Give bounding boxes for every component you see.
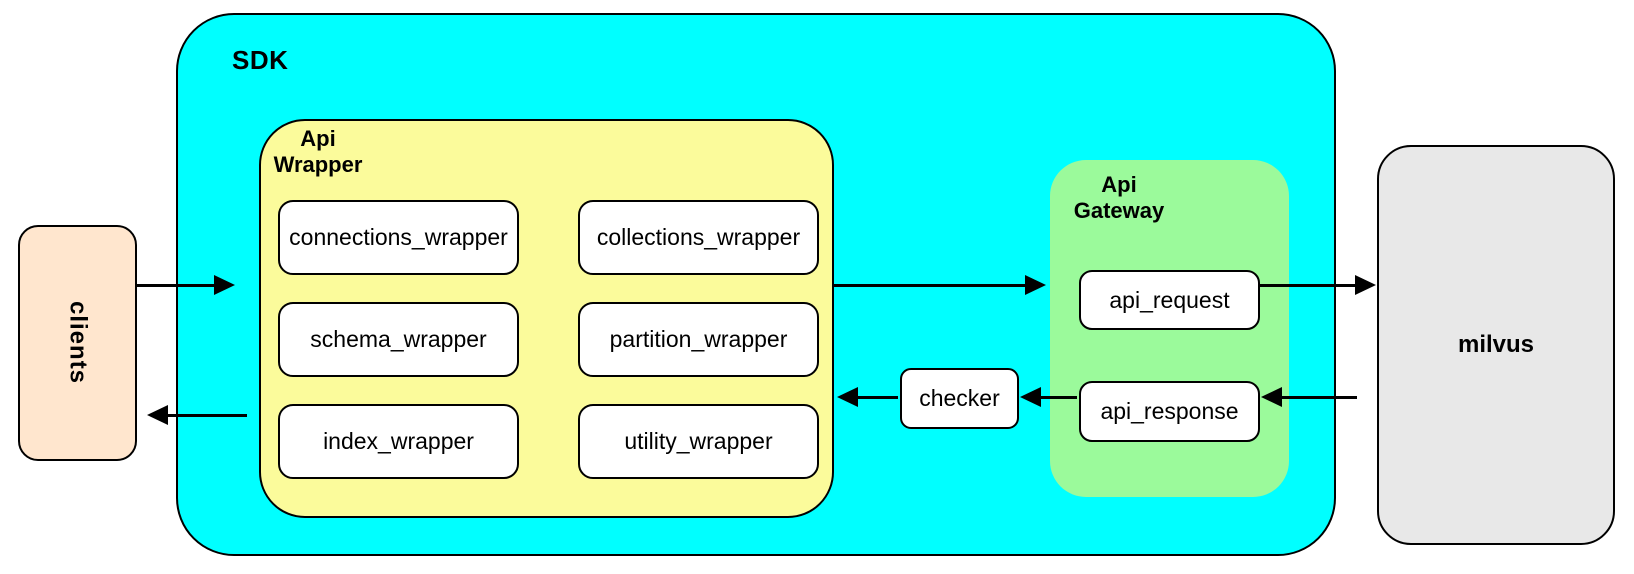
edge-line xyxy=(1258,284,1360,287)
api-wrapper-label: Api Wrapper xyxy=(273,126,363,177)
edge-line xyxy=(1036,396,1077,399)
node-connections-wrapper: connections_wrapper xyxy=(278,200,519,275)
milvus-box: milvus xyxy=(1377,145,1615,545)
edge-clients-to-sdk-arrow xyxy=(135,275,235,295)
sdk-label: SDK xyxy=(232,45,289,75)
edge-line xyxy=(163,414,247,417)
edge-api-request-to-milvus-arrow xyxy=(1258,275,1376,295)
edge-checker-to-api-wrapper-arrow xyxy=(837,387,898,407)
edge-line xyxy=(832,284,1030,287)
node-api-request: api_request xyxy=(1079,270,1260,330)
edge-line xyxy=(853,396,898,399)
node-collections-wrapper: collections_wrapper xyxy=(578,200,819,275)
node-api-response: api_response xyxy=(1079,381,1260,442)
api-gateway-box: Api Gateway api_request api_response xyxy=(1050,160,1289,497)
node-index-wrapper: index_wrapper xyxy=(278,404,519,479)
node-partition-wrapper: partition_wrapper xyxy=(578,302,819,377)
node-utility-wrapper: utility_wrapper xyxy=(578,404,819,479)
edge-milvus-to-api-response-arrow xyxy=(1261,387,1357,407)
node-checker: checker xyxy=(900,368,1019,429)
clients-label: clients xyxy=(64,301,92,385)
edge-line xyxy=(135,284,219,287)
edge-line xyxy=(1277,396,1357,399)
milvus-label: milvus xyxy=(1457,331,1535,358)
edge-api-wrapper-to-api-gateway-arrow xyxy=(832,275,1046,295)
edge-api-response-to-checker-arrow xyxy=(1020,387,1077,407)
node-schema-wrapper: schema_wrapper xyxy=(278,302,519,377)
sdk-container: SDK Api Wrapper connections_wrapper coll… xyxy=(176,13,1336,556)
api-wrapper-box: Api Wrapper connections_wrapper collecti… xyxy=(259,119,834,518)
api-gateway-label: Api Gateway xyxy=(1073,172,1165,223)
edge-sdk-to-clients-arrow xyxy=(147,405,247,425)
clients-box: clients xyxy=(18,225,137,461)
